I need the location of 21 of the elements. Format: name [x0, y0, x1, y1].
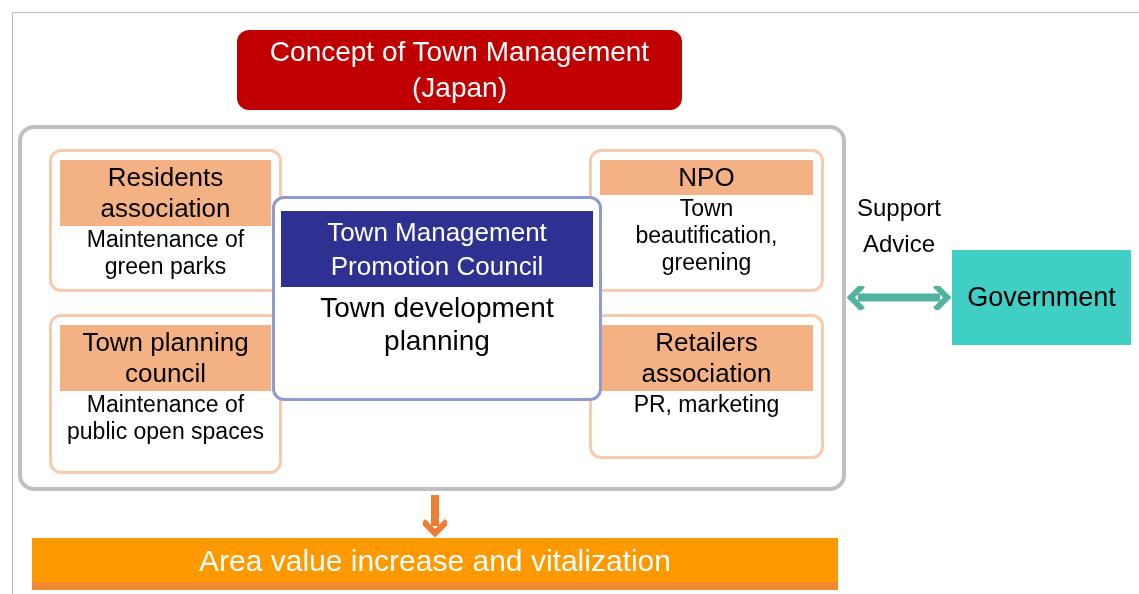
container-box	[18, 125, 846, 491]
card-heading: Town planning council	[59, 325, 272, 391]
card-description: PR, marketing	[632, 391, 781, 418]
card-heading: NPO	[600, 160, 813, 195]
council-box	[272, 196, 602, 401]
group-card	[49, 149, 282, 292]
government-text: Government	[967, 281, 1116, 315]
card-heading: Residents association	[59, 160, 272, 226]
council-description: Town development planning	[319, 291, 555, 357]
card-description: Maintenance of green parks	[85, 226, 246, 280]
group-card	[589, 314, 824, 459]
group-card	[49, 314, 282, 474]
result-text: Area value increase and vitalization	[199, 542, 671, 579]
council-heading: Town Management Promotion Council	[281, 211, 593, 287]
card-description: Town beautification, greening	[634, 195, 779, 276]
title-text: Concept of Town Management (Japan)	[268, 35, 651, 105]
card-heading: Retailers association	[600, 325, 813, 391]
card-description: Maintenance of public open spaces	[66, 391, 265, 445]
group-card	[589, 149, 824, 292]
government-box	[952, 250, 1131, 345]
title-banner	[237, 30, 682, 110]
